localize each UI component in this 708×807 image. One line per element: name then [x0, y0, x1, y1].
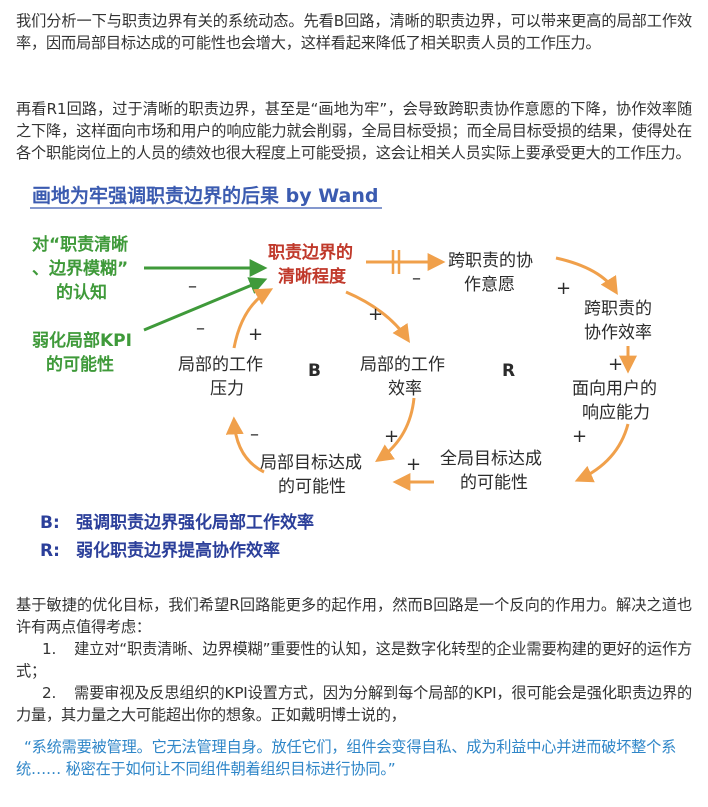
paragraph-r1-loop: 再看R1回路，过于清晰的职责边界，甚至是“画地为牢”，会导致跨职责协作意愿的下降… [16, 100, 692, 162]
paragraph-solution: 基于敏捷的优化目标，我们希望R回路能更多的起作用，然而B回路是一个反向的作用力。… [16, 596, 692, 636]
polarity-global-local: + [406, 454, 421, 475]
polarity-local-pressure: – [250, 424, 259, 445]
arrow-efficiency-to-local [375, 397, 416, 463]
node-efficiency-line2: 效率 [388, 379, 422, 399]
causal-loop-figure: 画地为牢强调职责边界的后果 by Wand 对“职责清晰 、边界模糊” 的认知 [16, 180, 692, 580]
node-willing-line2: 作意愿 [464, 275, 515, 295]
node-cognition-line3: 的认知 [56, 282, 107, 303]
node-collab-line2: 协作效率 [584, 323, 652, 343]
loop-label-r: R [502, 361, 515, 381]
node-response-line2: 响应能力 [582, 403, 650, 423]
list-item: 1.建立对“职责清晰、边界模糊”重要性的认知，这是数字化转型的企业需要构建的更好… [16, 638, 692, 682]
polarity-cog-clarity: – [188, 276, 197, 297]
polarity-kpi-clarity: – [196, 318, 205, 339]
arrow-pressure-to-clarity [232, 288, 274, 349]
diagram-title: 画地为牢强调职责边界的后果 by Wand [32, 184, 378, 207]
arrow-clarity-to-efficiency [345, 290, 410, 343]
polarity-collab-response: + [608, 354, 623, 375]
node-local-goal-line2: 的可能性 [278, 477, 346, 497]
deming-quote: “系统需要被管理。它无法管理自身。放任它们，组件会变得自私、成为利益中心并进而破… [16, 738, 677, 778]
node-cognition-line1: 对“职责清晰 [32, 234, 128, 255]
node-global-line2: 的可能性 [460, 473, 528, 493]
node-local-goal: 局部目标达成 的可能性 [260, 453, 367, 497]
node-pressure-line2: 压力 [210, 379, 244, 399]
paragraph-b-loop: 我们分析一下与职责边界有关的系统动态。先看B回路，清晰的职责边界，可以带来更高的… [16, 12, 692, 52]
arrow-willing-to-collab [555, 256, 618, 296]
node-pressure-line1: 局部的工作 [178, 355, 263, 375]
node-weaken-kpi-line2: 的可能性 [46, 354, 114, 375]
node-clarity-line1: 职责边界的 [268, 242, 353, 263]
list-item-number: 2. [42, 684, 57, 702]
node-response-line1: 面向用户的 [572, 379, 657, 399]
list-item-number: 1. [42, 640, 57, 658]
list-item: 2.需要审视及反思组织的KPI设置方式，因为分解到每个局部的KPI，很可能会是强… [16, 682, 692, 726]
polarity-response-global: + [572, 426, 587, 447]
node-collab-line1: 跨职责的 [584, 299, 652, 319]
node-cognition-line2: 、边界模糊” [32, 258, 128, 279]
node-boundary-clarity: 职责边界的 清晰程度 [268, 242, 359, 287]
legend-b-key: B: [40, 513, 60, 533]
legend-r-text: 弱化职责边界提高协作效率 [76, 540, 280, 561]
node-global-goal: 全局目标达成 的可能性 [440, 449, 547, 493]
polarity-clarity-willing: – [412, 268, 421, 289]
legend-r-key: R: [40, 541, 60, 561]
polarity-willing-collab: + [556, 278, 571, 299]
node-cognition: 对“职责清晰 、边界模糊” 的认知 [32, 234, 134, 303]
polarity-efficiency-local: + [384, 426, 399, 447]
list-item-text: 建立对“职责清晰、边界模糊”重要性的认知，这是数字化转型的企业需要构建的更好的运… [16, 640, 692, 680]
polarity-clarity-efficiency: + [368, 304, 383, 325]
causal-loop-diagram: 画地为牢强调职责边界的后果 by Wand 对“职责清晰 、边界模糊” 的认知 [30, 184, 662, 561]
legend-b: B: 强调职责边界强化局部工作效率 [40, 512, 314, 533]
node-user-responsiveness: 面向用户的 响应能力 [572, 379, 662, 423]
loop-label-b: B [308, 361, 321, 381]
node-local-efficiency: 局部的工作 效率 [360, 355, 450, 399]
polarity-pressure-clarity: + [248, 324, 263, 345]
node-cross-willingness: 跨职责的协 作意愿 [448, 251, 538, 295]
node-clarity-line2: 清晰程度 [278, 266, 347, 287]
solution-list: 1.建立对“职责清晰、边界模糊”重要性的认知，这是数字化转型的企业需要构建的更好… [16, 638, 692, 726]
node-weaken-kpi-line1: 弱化局部KPI [32, 330, 132, 351]
node-willing-line1: 跨职责的协 [448, 251, 533, 271]
node-efficiency-line1: 局部的工作 [360, 355, 445, 375]
arrow-kpi-to-clarity [143, 277, 268, 332]
arrow-local-to-pressure [225, 416, 265, 474]
node-weaken-kpi: 弱化局部KPI 的可能性 [32, 330, 138, 375]
node-local-pressure: 局部的工作 压力 [178, 355, 268, 399]
legend-r: R: 弱化职责边界提高协作效率 [40, 540, 280, 561]
node-local-goal-line1: 局部目标达成 [260, 453, 362, 473]
node-cross-collab-efficiency: 跨职责的 协作效率 [584, 299, 657, 343]
node-global-line1: 全局目标达成 [440, 449, 542, 469]
arrow-response-to-global [574, 423, 630, 483]
legend-b-text: 强调职责边界强化局部工作效率 [76, 512, 314, 533]
list-item-text: 需要审视及反思组织的KPI设置方式，因为分解到每个局部的KPI，很可能会是强化职… [16, 684, 692, 724]
